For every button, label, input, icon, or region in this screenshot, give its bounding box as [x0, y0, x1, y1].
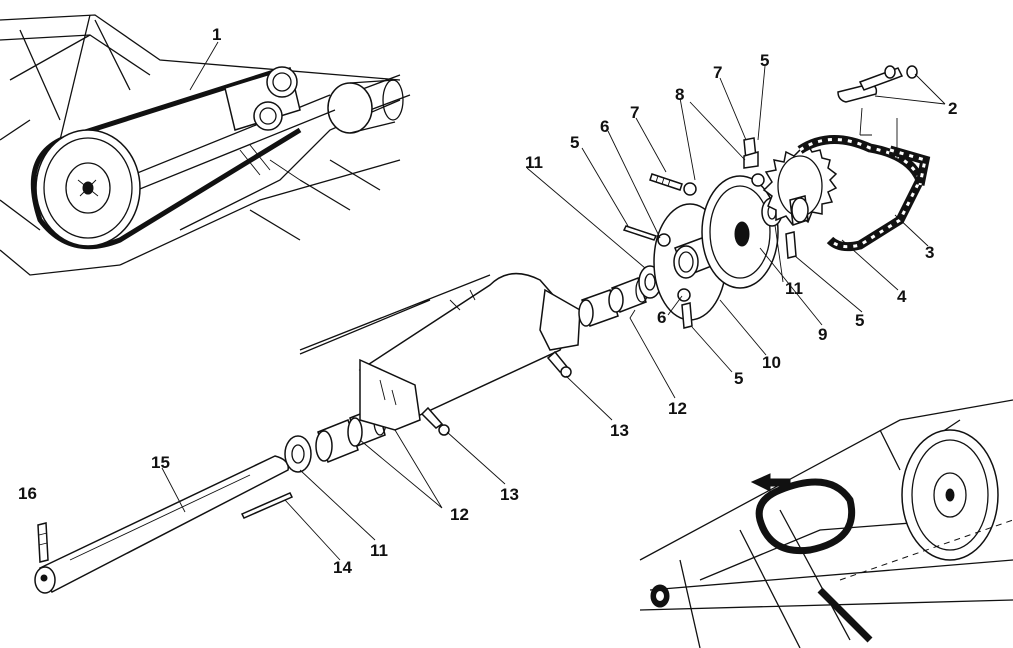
callout-8: 8 — [675, 85, 684, 104]
shaft-15 — [34, 455, 289, 594]
callout-5-right: 5 — [855, 311, 864, 330]
callout-11-right: 11 — [785, 279, 803, 298]
belt-drive-inset — [0, 14, 411, 276]
chain-drive-inset — [639, 399, 1013, 648]
callout-1: 1 — [212, 25, 221, 44]
callout-numbers: 1 2 3 4 5 5 5 5 6 6 7 7 8 9 10 11 11 11 … — [18, 25, 957, 577]
callout-4: 4 — [897, 287, 907, 306]
bushings-12-upper — [578, 277, 649, 327]
roller-chain-3 — [797, 135, 931, 252]
leader-lines — [161, 41, 946, 561]
callout-7-right: 7 — [713, 63, 722, 82]
callout-13-lower: 13 — [500, 485, 519, 504]
key-14 — [240, 492, 294, 519]
callout-11-top: 11 — [525, 153, 543, 172]
callout-12-upper: 12 — [668, 399, 687, 418]
callout-9: 9 — [818, 325, 827, 344]
callout-3: 3 — [925, 243, 934, 262]
callout-14: 14 — [333, 558, 352, 577]
washer-11-lower — [284, 435, 312, 473]
callout-11-bottom: 11 — [370, 541, 388, 560]
pin-16 — [37, 522, 49, 563]
callout-7-left: 7 — [630, 103, 639, 122]
callout-16: 16 — [18, 484, 37, 503]
callout-6-upper: 6 — [600, 117, 609, 136]
callout-6-lower: 6 — [657, 308, 666, 327]
callout-12-lower: 12 — [450, 505, 469, 524]
callout-2: 2 — [948, 99, 957, 118]
bearing-housing — [299, 272, 581, 436]
callout-13-upper: 13 — [610, 421, 629, 440]
callout-15: 15 — [151, 453, 170, 472]
connecting-link-2 — [837, 65, 918, 160]
callout-5-top: 5 — [760, 51, 769, 70]
callout-5-bottom: 5 — [734, 369, 743, 388]
sprocket-4 — [762, 143, 838, 227]
disc-plate-9 — [701, 175, 779, 289]
callout-10: 10 — [762, 353, 781, 372]
callout-5-left: 5 — [570, 133, 579, 152]
hardware-fasteners — [622, 137, 797, 329]
